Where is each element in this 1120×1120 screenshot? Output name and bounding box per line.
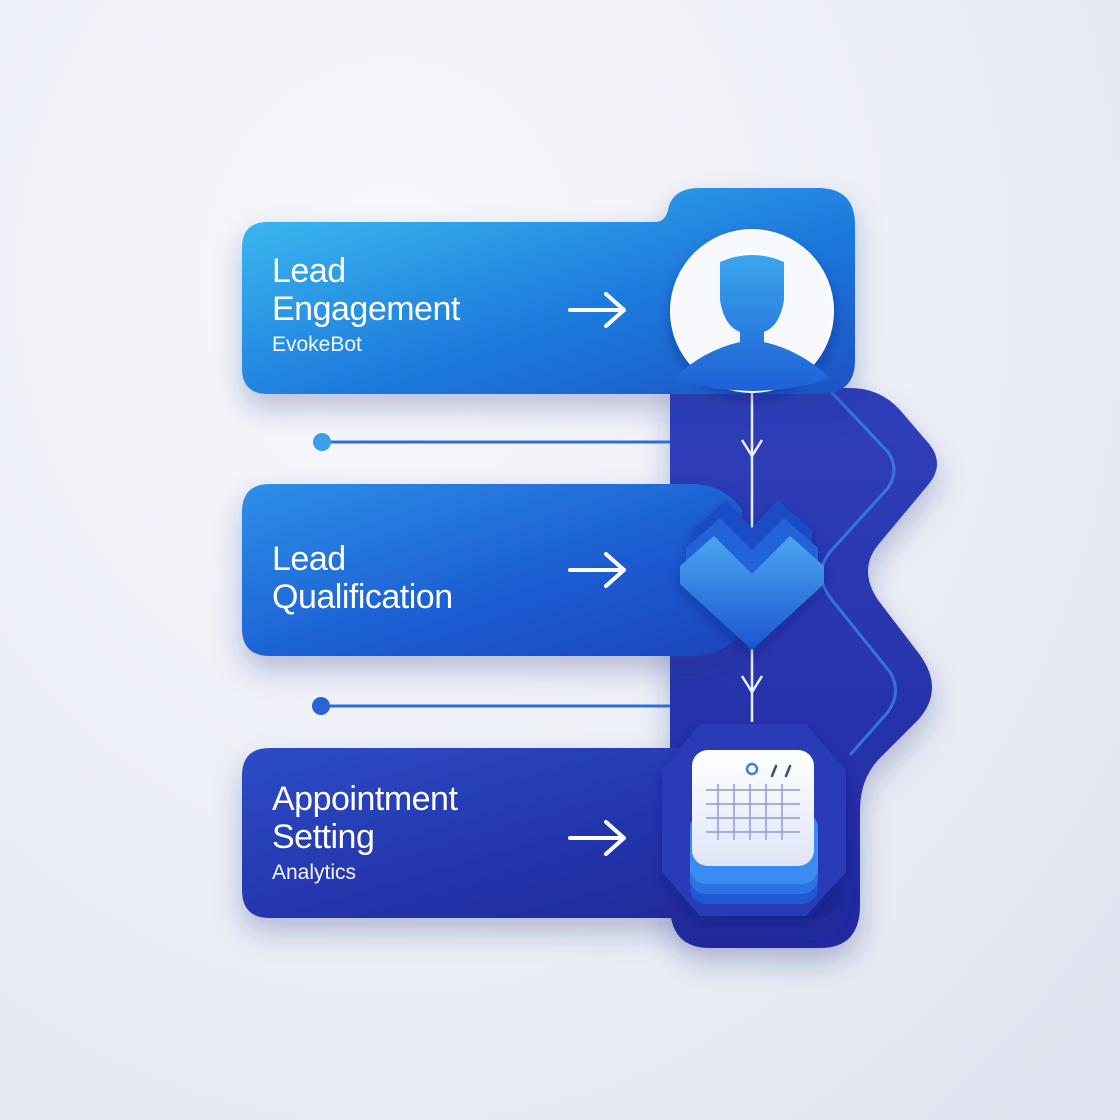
step-2-arrow-icon xyxy=(568,552,626,588)
calendar-icon xyxy=(662,724,846,916)
step-2-title-line1: Lead xyxy=(272,540,346,578)
step-card-lead-qualification[interactable] xyxy=(242,484,742,656)
step-3-subtitle: Analytics xyxy=(272,861,357,884)
step-3-text: Appointment Setting Analytics xyxy=(272,780,458,886)
step-1-title-line1: Lead xyxy=(272,252,346,290)
step-3-title-line1: Appointment xyxy=(272,780,458,818)
chevron-down-icon xyxy=(680,500,824,650)
step-3-title-line2: Setting xyxy=(272,818,375,856)
step-1-text: Lead Engagement EvokeBot xyxy=(272,252,460,358)
step-2-text: Lead Qualification xyxy=(272,540,453,616)
person-icon xyxy=(670,229,834,393)
step-3-arrow-icon xyxy=(568,820,626,856)
connector-line-1 xyxy=(313,433,670,451)
connector-line-2 xyxy=(312,697,670,715)
step-2-title-line2: Qualification xyxy=(272,578,453,616)
step-1-arrow-icon xyxy=(568,292,626,328)
step-1-title-line2: Engagement xyxy=(272,290,460,328)
step-1-subtitle: EvokeBot xyxy=(272,333,362,356)
